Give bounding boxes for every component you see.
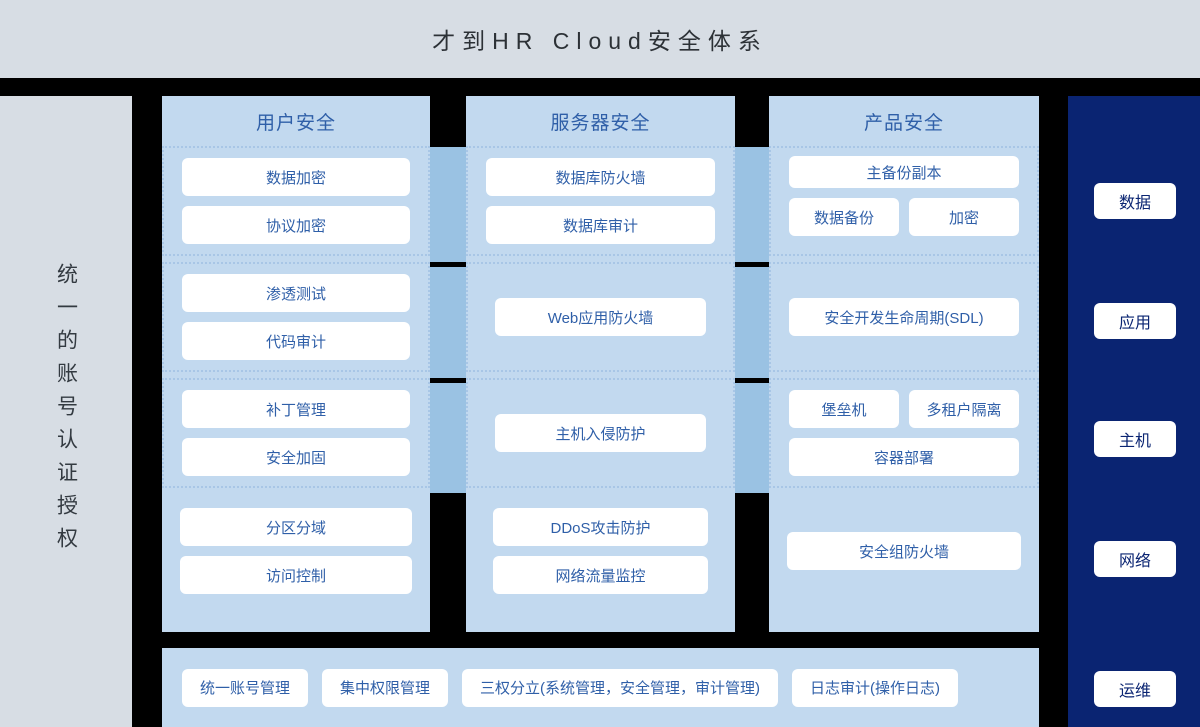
band-2-3: 主机入侵防护 — [466, 378, 735, 488]
navy-pill-ops[interactable]: 运维 — [1094, 671, 1176, 707]
band-3-2: 安全开发生命周期(SDL) — [769, 262, 1039, 372]
connector-bar-2a — [735, 147, 769, 262]
column-header-2: 服务器安全 — [550, 112, 651, 134]
column-user-security: 用户安全 数据加密 协议加密 渗透测试 代码审计 补丁管理 安全加固 分区分域 … — [162, 96, 430, 632]
band-3-1: 主备份副本 数据备份 加密 — [769, 146, 1039, 256]
chip-sdl[interactable]: 安全开发生命周期(SDL) — [789, 298, 1019, 336]
chip-network-traffic-monitor[interactable]: 网络流量监控 — [493, 556, 708, 594]
band-1-3: 补丁管理 安全加固 — [162, 378, 430, 488]
band-2-4: DDoS攻击防护 网络流量监控 — [466, 496, 735, 606]
navy-pill-network[interactable]: 网络 — [1094, 541, 1176, 577]
column-product-security: 产品安全 主备份副本 数据备份 加密 安全开发生命周期(SDL) 堡垒机 多租户… — [769, 96, 1039, 632]
chip-data-backup[interactable]: 数据备份 — [789, 198, 899, 236]
chip-encryption[interactable]: 加密 — [909, 198, 1019, 236]
band-3-3: 堡垒机 多租户隔离 容器部署 — [769, 378, 1039, 488]
column-server-security: 服务器安全 数据库防火墙 数据库审计 Web应用防火墙 主机入侵防护 DDoS攻… — [466, 96, 735, 632]
band-1-1: 数据加密 协议加密 — [162, 146, 430, 256]
column-header-3: 产品安全 — [863, 112, 944, 134]
connector-bar-2b — [735, 267, 769, 378]
page-title: 才到HR Cloud安全体系 — [432, 28, 768, 54]
chip-centralized-permission-management[interactable]: 集中权限管理 — [322, 668, 449, 707]
chip-protocol-encryption[interactable]: 协议加密 — [182, 206, 410, 244]
chip-host-intrusion-protection[interactable]: 主机入侵防护 — [495, 414, 706, 452]
chip-security-hardening[interactable]: 安全加固 — [182, 438, 410, 476]
chip-code-audit[interactable]: 代码审计 — [182, 322, 410, 360]
band-2-1: 数据库防火墙 数据库审计 — [466, 146, 735, 256]
chip-container-deployment[interactable]: 容器部署 — [789, 438, 1019, 476]
chip-zoning[interactable]: 分区分域 — [180, 508, 412, 546]
connector-bar-1b — [430, 267, 466, 378]
navy-pill-app[interactable]: 应用 — [1094, 303, 1176, 339]
navy-rail: 数据 应用 主机 网络 运维 — [1068, 96, 1200, 727]
band-2-2: Web应用防火墙 — [466, 262, 735, 372]
chip-security-group-firewall[interactable]: 安全组防火墙 — [787, 532, 1021, 570]
left-rail: 统一的账号认证授权 — [0, 96, 132, 727]
left-rail-label: 统一的账号认证授权 — [54, 263, 78, 560]
chip-access-control[interactable]: 访问控制 — [180, 556, 412, 594]
band-1-2: 渗透测试 代码审计 — [162, 262, 430, 372]
connector-bar-1c — [430, 383, 466, 493]
chip-log-audit[interactable]: 日志审计(操作日志) — [792, 668, 959, 707]
chip-ddos-protection[interactable]: DDoS攻击防护 — [493, 508, 708, 546]
chip-pair-3-1: 数据备份 加密 — [789, 198, 1019, 236]
title-band — [0, 0, 1200, 78]
bottom-bar: 统一账号管理 集中权限管理 三权分立(系统管理，安全管理，审计管理) 日志审计(… — [162, 648, 1039, 727]
navy-pill-host[interactable]: 主机 — [1094, 421, 1176, 457]
band-3-4: 安全组防火墙 — [769, 496, 1039, 606]
chip-multi-tenant-isolation[interactable]: 多租户隔离 — [909, 390, 1019, 428]
chip-unified-account-management[interactable]: 统一账号管理 — [182, 668, 309, 707]
navy-pill-data[interactable]: 数据 — [1094, 183, 1176, 219]
chip-bastion-host[interactable]: 堡垒机 — [789, 390, 899, 428]
chip-web-app-firewall[interactable]: Web应用防火墙 — [495, 298, 706, 336]
chip-db-audit[interactable]: 数据库审计 — [486, 206, 715, 244]
chip-separation-of-powers[interactable]: 三权分立(系统管理，安全管理，审计管理) — [462, 668, 779, 707]
column-header-1: 用户安全 — [255, 112, 336, 134]
band-1-4: 分区分域 访问控制 — [162, 496, 430, 606]
chip-data-encryption[interactable]: 数据加密 — [182, 158, 410, 196]
connector-bar-2c — [735, 383, 769, 493]
connector-bar-1a — [430, 147, 466, 262]
chip-pair-3-3: 堡垒机 多租户隔离 — [789, 390, 1019, 428]
chip-db-firewall[interactable]: 数据库防火墙 — [486, 158, 715, 196]
chip-primary-backup-replica[interactable]: 主备份副本 — [789, 156, 1019, 188]
chip-patch-management[interactable]: 补丁管理 — [182, 390, 410, 428]
chip-penetration-test[interactable]: 渗透测试 — [182, 274, 410, 312]
